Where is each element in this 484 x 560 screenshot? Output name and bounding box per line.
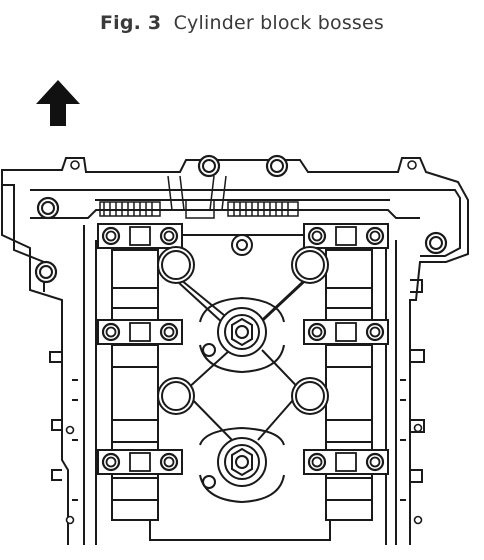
cap-row-mid-right <box>302 318 390 346</box>
rivets <box>65 160 423 525</box>
figure-label: Fig. 3 <box>99 12 162 34</box>
center-nuts <box>217 307 267 487</box>
cap-row-bottom-right <box>302 448 390 476</box>
gear-strip <box>99 175 299 219</box>
cap-row-top-right <box>302 222 390 250</box>
figure-caption: Fig. 3 Cylinder block bosses <box>0 12 484 34</box>
cap-row-mid-left <box>96 318 184 346</box>
up-arrow-icon <box>36 80 80 126</box>
cap-row-top-left <box>96 222 184 250</box>
top-bolts <box>34 154 448 284</box>
figure-title: Cylinder block bosses <box>173 12 385 34</box>
cap-row-bottom-left <box>96 448 184 476</box>
